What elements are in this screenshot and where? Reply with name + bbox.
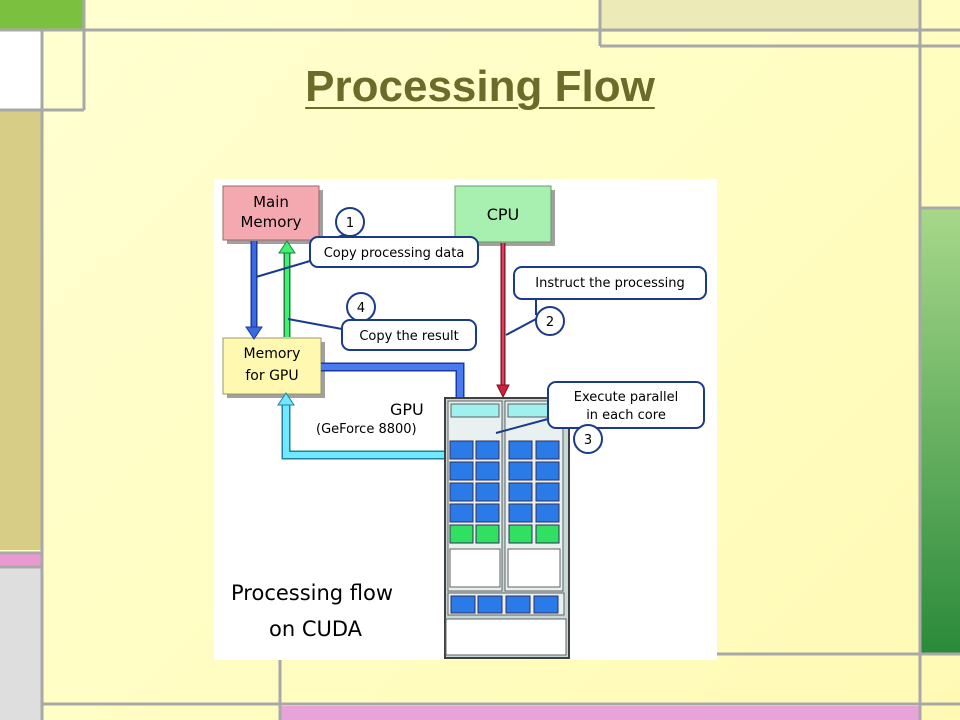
gpu-cores-bottom xyxy=(450,595,559,614)
step1-text: Copy processing data xyxy=(324,246,465,261)
gpu-core-cell xyxy=(508,524,533,544)
cuda-processing-flow-diagram: Main Memory CPU Memory for GPU xyxy=(214,179,717,660)
frame-block-pink-left xyxy=(0,553,42,567)
arrow-instruct xyxy=(496,243,510,399)
step1-number: 1 xyxy=(346,216,354,231)
step3-number: 3 xyxy=(584,433,592,448)
memory-gpu-label-line2: for GPU xyxy=(245,368,298,384)
step2-number: 2 xyxy=(546,315,554,330)
gpu-core-cell xyxy=(449,482,474,502)
shared-memory-right xyxy=(507,548,561,588)
gpu-core-cell xyxy=(475,482,500,502)
gpu-chip xyxy=(444,397,570,659)
arrow-copy-data xyxy=(245,241,263,340)
step2-text: Instruct the processing xyxy=(535,276,684,291)
device-memory-block xyxy=(445,618,567,656)
gpu-core-cell xyxy=(449,461,474,481)
gpu-cores-right xyxy=(508,440,560,544)
gpu-core-cell xyxy=(533,595,559,614)
step4-text: Copy the result xyxy=(359,329,458,344)
gpu-core-cell xyxy=(535,503,560,523)
frame-block-green-top xyxy=(0,0,84,30)
gpu-core-cell xyxy=(477,595,503,614)
caption-line1: Processing flow xyxy=(231,581,393,605)
gpu-cores-left xyxy=(449,440,500,544)
callout-step1: 1 Copy processing data xyxy=(255,207,479,278)
callout-step2: Instruct the processing 2 xyxy=(505,266,707,336)
cpu-box: CPU xyxy=(454,185,555,246)
gpu-core-cell xyxy=(535,461,560,481)
gpu-core-cell xyxy=(449,440,474,460)
gpu-label: GPU xyxy=(390,400,424,419)
gpu-core-cell xyxy=(535,524,560,544)
gpu-core-cell xyxy=(475,440,500,460)
page-title: Processing Flow xyxy=(305,62,655,111)
arrow-copy-result xyxy=(278,240,296,337)
frame-block-green-right xyxy=(920,208,960,654)
main-memory-label-line1: Main xyxy=(253,193,289,211)
arrow-gpu-to-memory xyxy=(277,392,446,460)
callout-step3: Execute parallel in each core 3 xyxy=(495,381,705,454)
memory-gpu-label-line1: Memory xyxy=(244,346,301,362)
gpu-core-cell xyxy=(450,595,476,614)
main-memory-label-line2: Memory xyxy=(240,213,301,231)
frame-block-white-left xyxy=(0,30,42,110)
gpu-model-label: (GeForce 8800) xyxy=(316,422,417,437)
gpu-core-cell xyxy=(508,503,533,523)
callout-step4: 4 Copy the result xyxy=(287,292,477,351)
gpu-core-cell xyxy=(449,524,474,544)
frame-block-gray-left xyxy=(0,567,42,720)
shared-memory-left xyxy=(449,548,501,588)
gpu-core-cell xyxy=(508,461,533,481)
step3-text-line1: Execute parallel xyxy=(574,390,678,405)
step3-text-line2: in each core xyxy=(586,408,666,423)
caption-line2: on CUDA xyxy=(269,617,363,641)
gpu-core-cell xyxy=(475,524,500,544)
cpu-label: CPU xyxy=(487,205,520,224)
memory-for-gpu-box: Memory for GPU xyxy=(222,337,325,398)
gpu-core-cell xyxy=(535,440,560,460)
frame-block-pink-bottom xyxy=(280,706,920,720)
step4-number: 4 xyxy=(357,301,365,316)
gpu-core-cell xyxy=(449,503,474,523)
gpu-core-cell xyxy=(505,595,531,614)
gpu-core-cell xyxy=(475,503,500,523)
gpu-core-cell xyxy=(535,482,560,502)
gpu-core-cell xyxy=(508,440,533,460)
main-memory-box: Main Memory xyxy=(222,185,323,244)
frame-block-tan-left xyxy=(0,110,42,550)
frame-block-top-right xyxy=(600,0,920,32)
gpu-core-cell xyxy=(508,482,533,502)
gpu-core-cell xyxy=(475,461,500,481)
